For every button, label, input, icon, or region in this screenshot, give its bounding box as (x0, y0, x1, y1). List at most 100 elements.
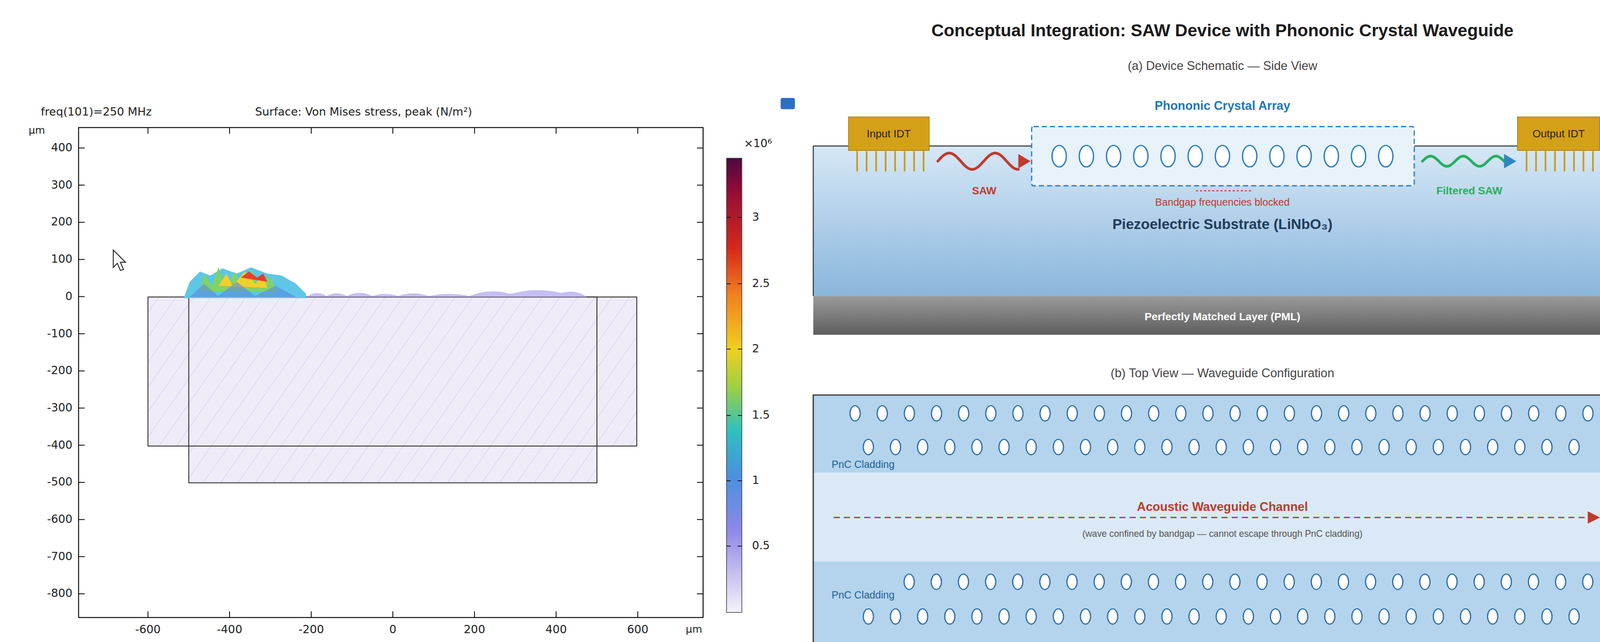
line-shape (555, 127, 557, 134)
phononic-hole (1270, 608, 1281, 625)
phononic-hole (1460, 608, 1471, 625)
phononic-hole (1487, 608, 1498, 625)
line-shape (310, 611, 312, 618)
phononic-hole (1039, 574, 1051, 590)
line-shape (78, 556, 85, 558)
phononic-hole (1256, 574, 1268, 590)
line-shape (78, 407, 85, 409)
line-shape (737, 348, 742, 350)
phononic-hole (1501, 574, 1512, 590)
phononic-hole (904, 405, 915, 422)
idt-finger (856, 151, 859, 172)
colorbar-label: 2.5 (751, 277, 770, 291)
phononic-hole (958, 574, 969, 590)
colorbar-scale: ×10⁶ (744, 137, 773, 151)
plot-frequency: freq(101)=250 MHz (40, 105, 152, 119)
waveguide-channel: Acoustic Waveguide Channel(wave confined… (813, 472, 1600, 562)
idt-box: Input IDT (848, 116, 931, 152)
node-text: Perfectly Matched Layer (PML) (1144, 310, 1301, 323)
phononic-hole (1378, 439, 1390, 455)
line-shape (229, 611, 231, 618)
phononic-hole (1025, 608, 1037, 625)
phononic-hole (985, 405, 996, 422)
idt-finger (1535, 151, 1537, 172)
phononic-hole (1161, 608, 1173, 625)
idt-finger (1544, 151, 1547, 172)
phononic-hole (1392, 574, 1404, 590)
tick-label: -600 (47, 512, 73, 526)
line-shape (637, 611, 639, 618)
node-text: Phononic Crystal Array (1154, 98, 1291, 113)
idt-finger (894, 151, 896, 172)
phononic-hole (1012, 574, 1023, 590)
phononic-hole (1555, 405, 1567, 422)
colorbar-label: 1 (751, 474, 760, 488)
phononic-hole (1297, 439, 1308, 455)
mouse-cursor (113, 250, 126, 271)
idt-finger (903, 151, 906, 172)
line-shape (147, 611, 149, 618)
line-shape (696, 259, 704, 261)
phononic-hole (1474, 574, 1485, 590)
line-shape (737, 415, 742, 416)
line-shape (696, 556, 704, 558)
phononic-hole (1378, 145, 1394, 167)
line-shape (474, 127, 476, 134)
line-shape (696, 519, 704, 521)
colorbar-label: 0.5 (751, 539, 770, 553)
phononic-hole (1202, 574, 1213, 590)
phononic-hole (1106, 145, 1121, 167)
phononic-hole (1447, 574, 1458, 590)
line-shape (696, 221, 704, 223)
phononic-hole (1433, 439, 1444, 455)
line-shape (392, 127, 394, 134)
tick-label: -600 (135, 623, 161, 637)
phononic-hole (1053, 439, 1064, 455)
phononic-hole (1351, 608, 1363, 625)
phononic-hole (863, 439, 874, 455)
line-shape (737, 283, 742, 284)
arrow-head (1504, 153, 1517, 169)
line-shape (696, 184, 704, 187)
pml-band: Perfectly Matched Layer (PML) (813, 295, 1600, 335)
phononic-hole (1203, 405, 1214, 422)
phononic-hole (1256, 405, 1268, 422)
line-shape (726, 283, 731, 284)
phononic-hole (1311, 574, 1322, 590)
phononic-hole (1351, 145, 1366, 167)
phononic-hole (1121, 405, 1132, 422)
phononic-hole (1514, 439, 1525, 455)
plot-title: Surface: Von Mises stress, peak (N/m²) (254, 105, 473, 119)
line-shape (696, 444, 704, 446)
idt-box: Output IDT (1517, 116, 1600, 152)
phononic-hole (1406, 608, 1417, 625)
phononic-hole (1297, 608, 1308, 625)
tick-label: -200 (298, 623, 324, 637)
phononic-hole (1094, 405, 1105, 422)
phononic-hole (1324, 608, 1336, 625)
idt-finger (1582, 151, 1585, 172)
line-shape (726, 217, 731, 218)
phononic-hole (944, 608, 955, 625)
phononic-hole (1528, 574, 1539, 590)
line-shape (78, 333, 85, 335)
phononic-hole (1568, 439, 1580, 455)
tick-label: -400 (217, 623, 243, 637)
line-shape (737, 545, 742, 547)
phononic-hole (1243, 439, 1254, 455)
line-shape (726, 545, 731, 547)
phononic-hole (1189, 608, 1200, 625)
line-shape (696, 407, 704, 409)
phononic-hole (1283, 574, 1295, 590)
phononic-hole (1134, 439, 1146, 455)
phononic-hole (1378, 608, 1390, 625)
line-shape (696, 147, 704, 149)
phononic-hole (1148, 405, 1160, 422)
phononic-hole (1351, 439, 1363, 455)
axis-unit: µm (28, 124, 46, 137)
line-shape (229, 127, 231, 134)
line-shape (78, 519, 85, 521)
phononic-hole (1311, 405, 1322, 422)
